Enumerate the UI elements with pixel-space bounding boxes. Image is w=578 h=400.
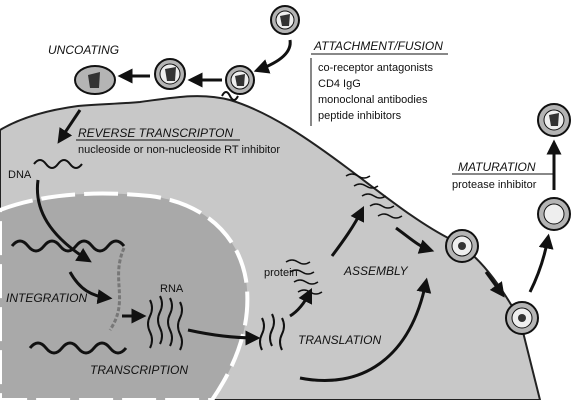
label-protein: protein (264, 267, 298, 279)
mature-virion (537, 103, 571, 137)
inhibitor-attachment-2: monoclonal antibodies (318, 94, 428, 106)
arrow-to-immature (528, 233, 554, 293)
arrow-to-membrane (330, 205, 365, 257)
rna-transcripts (147, 295, 183, 351)
label-integration: INTEGRATION (6, 291, 87, 305)
cytoplasm-rna (259, 313, 285, 351)
arrow-translation (289, 287, 313, 318)
arrow-to-release (484, 271, 505, 298)
dna-strand-cytoplasm (33, 159, 83, 169)
host-chromosome-lower (28, 341, 128, 355)
released-virion (505, 301, 539, 335)
arrow-rna-to-bud (299, 277, 432, 383)
label-transcription: TRANSCRIPTION (90, 363, 188, 377)
label-maturation: MATURATION (458, 160, 536, 174)
membrane-proteins (345, 173, 403, 219)
inhibitor-rt: nucleoside or non-nucleoside RT inhibito… (78, 144, 280, 156)
inhibitor-attachment-0: co-receptor antagonists (318, 62, 433, 74)
label-attachment: ATTACHMENT/FUSION (313, 39, 443, 53)
arrow-to-assembly (395, 226, 435, 254)
inhibitor-maturation: protease inhibitor (452, 179, 537, 191)
host-chromosome-upper (10, 239, 126, 253)
arrow-to-attachment (253, 39, 292, 74)
arrow-dna-into-nucleus (35, 179, 92, 263)
label-uncoating: UNCOATING (48, 43, 119, 57)
arrow-integration (68, 271, 113, 305)
label-rna: RNA (160, 283, 184, 295)
arrow-to-rt (57, 109, 82, 144)
uncoating-capsid (74, 65, 116, 95)
label-reverse-transcription: REVERSE TRANSCRIPTON (78, 126, 233, 140)
inhibitor-attachment-1: CD4 IgG (318, 78, 361, 90)
immature-virion (537, 197, 571, 231)
budding-virion (445, 229, 479, 263)
label-dna: DNA (8, 169, 32, 181)
inhibitor-attachment-3: peptide inhibitors (318, 110, 402, 122)
free-virion-top (270, 5, 300, 35)
label-assembly: ASSEMBLY (343, 264, 409, 278)
fusing-virion (154, 58, 186, 90)
attaching-virion (221, 65, 255, 101)
arrow-rna-export (187, 328, 261, 346)
integrated-provirus (108, 247, 126, 331)
label-translation: TRANSLATION (298, 333, 381, 347)
